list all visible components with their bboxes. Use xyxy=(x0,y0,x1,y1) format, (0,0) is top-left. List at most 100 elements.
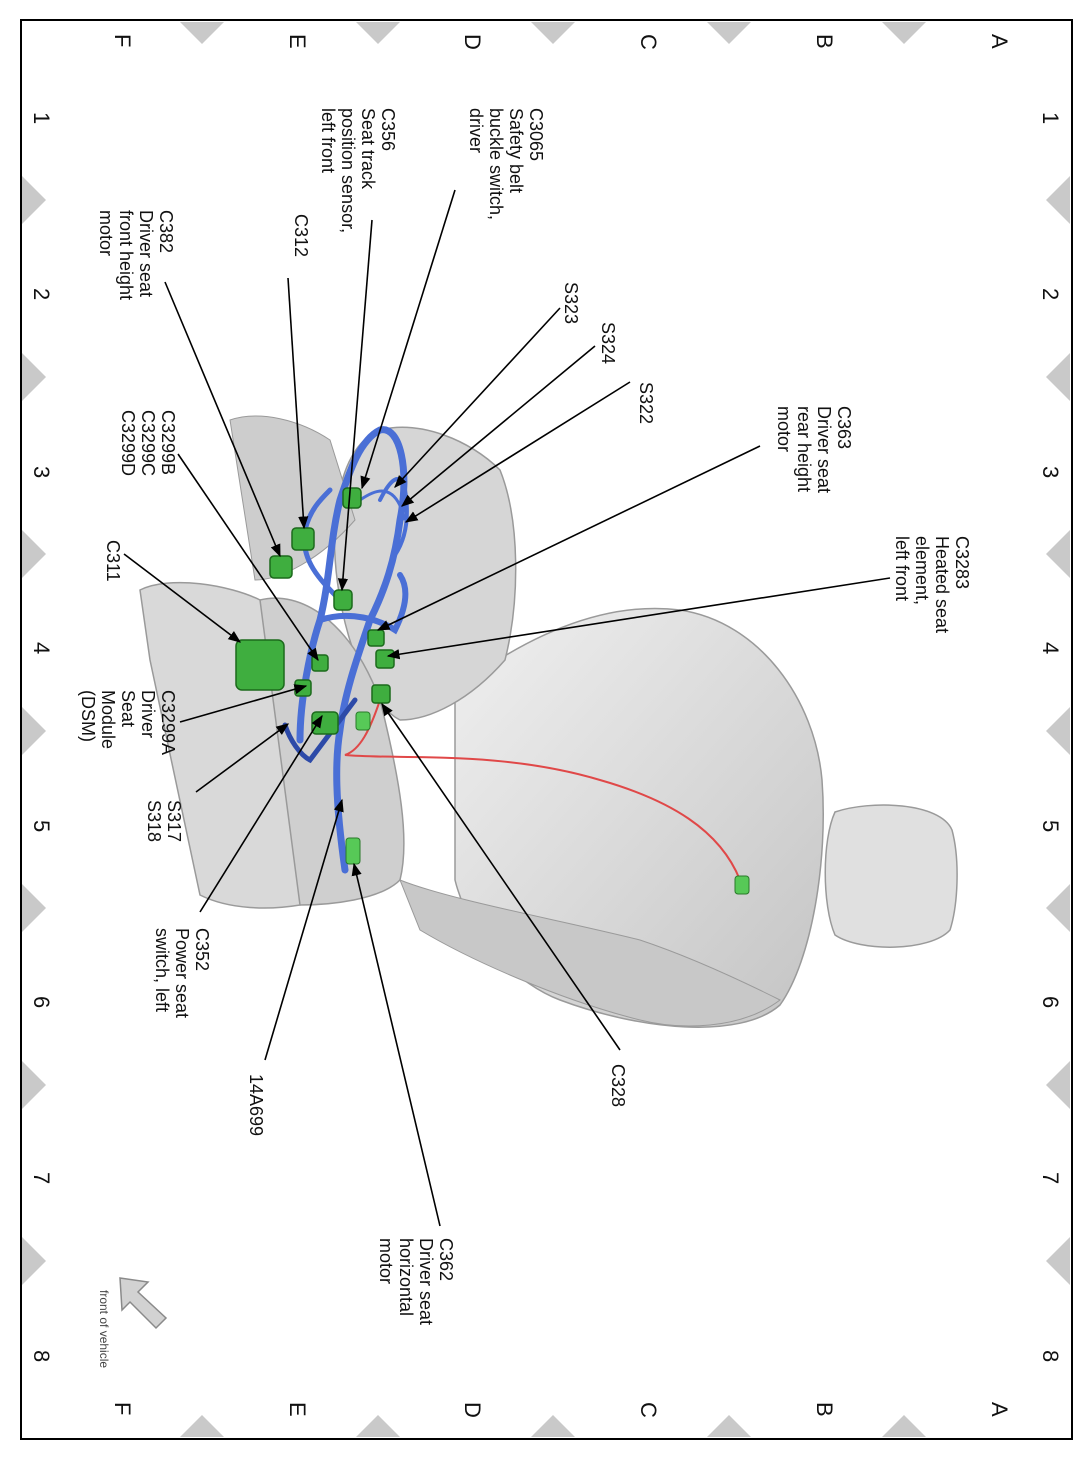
grid-marker-bottom-2 xyxy=(707,1415,751,1437)
callout-s323-line-1: S323 xyxy=(561,282,581,324)
harness-main xyxy=(296,426,408,874)
leader-c352 xyxy=(199,714,323,913)
connector-c3065 xyxy=(342,487,362,509)
callout-c3065-line-3: buckle switch, xyxy=(486,108,506,220)
callout-s322-line-1: S322 xyxy=(636,382,656,424)
column-label-left-1: 1 xyxy=(29,112,54,124)
connector-s317 xyxy=(355,711,371,731)
callout-c3299a-line-5: (DSM) xyxy=(78,690,98,742)
row-label-bottom-d: D xyxy=(460,1402,485,1418)
leader-c311 xyxy=(123,553,242,643)
callout-c356-line-2: Seat track xyxy=(358,108,378,190)
callout-c362: C362 Driver seat horizontal motor xyxy=(376,1238,456,1330)
callout-c3065-line-1: C3065 xyxy=(526,108,546,161)
wiring-harness xyxy=(282,426,741,881)
harness-branch-5 xyxy=(359,489,407,521)
column-label-right-5: 5 xyxy=(1038,820,1063,832)
grid-marker-bottom-3 xyxy=(531,1415,575,1437)
leader-lines xyxy=(123,189,891,1227)
connector-c312 xyxy=(291,527,315,551)
leader-s322 xyxy=(404,381,631,523)
callout-c312: C312 xyxy=(291,214,311,257)
column-label-left-3: 3 xyxy=(29,466,54,478)
row-label-bottom-c: C xyxy=(636,1402,661,1418)
callout-c3299bcd-line-3: C3299D xyxy=(118,410,138,476)
grid-marker-top-5 xyxy=(180,22,224,44)
callout-c311-line-1: C311 xyxy=(103,540,123,582)
arrow-icon xyxy=(119,1277,168,1330)
callout-c3299a-line-3: Seat xyxy=(118,690,138,727)
seat-headrest xyxy=(824,804,958,948)
grid-marker-right-1 xyxy=(1046,176,1070,224)
column-label-right-2: 2 xyxy=(1038,288,1063,300)
leader-c362 xyxy=(351,862,441,1227)
grid-markers xyxy=(22,22,1070,1437)
callout-s324-line-1: S324 xyxy=(598,322,618,364)
grid-marker-left-5 xyxy=(22,884,46,932)
callout-c3283-line-1: C3283 xyxy=(952,536,972,589)
callout-c363-line-3: rear height xyxy=(794,406,814,492)
callouts: C3065 Safety belt buckle switch, driver … xyxy=(78,108,972,1330)
callout-s323: S323 xyxy=(561,282,581,324)
row-label-top-e: E xyxy=(285,34,310,49)
callout-c362-line-3: horizontal xyxy=(396,1238,416,1316)
leader-s323 xyxy=(394,307,561,488)
callout-c352-line-3: switch, left xyxy=(152,928,172,1012)
callout-c352-line-1: C352 xyxy=(192,928,212,971)
grid-marker-top-4 xyxy=(356,22,400,44)
callout-c382-line-1: C382 xyxy=(156,210,176,253)
front-of-vehicle-label: front of vehicle xyxy=(97,1290,111,1368)
grid-marker-left-3 xyxy=(22,530,46,578)
leader-s317 xyxy=(195,723,290,793)
callout-c363-line-4: motor xyxy=(774,406,794,452)
column-label-right-7: 7 xyxy=(1038,1172,1063,1184)
leader-c3065 xyxy=(360,189,456,490)
leader-c3299bcd xyxy=(177,453,319,662)
connector-heater-end xyxy=(734,875,750,895)
grid-marker-left-2 xyxy=(22,353,46,401)
grid-marker-bottom-5 xyxy=(180,1415,224,1437)
leader-c363 xyxy=(376,445,761,631)
callout-c362-line-4: motor xyxy=(376,1238,396,1284)
callout-c363-line-2: Driver seat xyxy=(814,406,834,493)
grid-marker-top-2 xyxy=(707,22,751,44)
callout-c3299a: C3299A Driver Seat Module (DSM) xyxy=(78,690,178,759)
leader-c356 xyxy=(337,219,373,592)
row-label-bottom-f: F xyxy=(110,1402,135,1415)
callout-s317-line-1: S317 xyxy=(164,800,184,842)
connector-c3283 xyxy=(375,649,395,669)
frame-border xyxy=(20,19,1073,1440)
leader-s324 xyxy=(401,345,596,507)
callout-c352-line-2: Power seat xyxy=(172,928,192,1018)
callout-c3283-line-3: element, xyxy=(912,536,932,605)
callout-s324: S324 xyxy=(598,322,618,364)
callout-c3283-line-4: left front xyxy=(892,536,912,601)
leader-c382 xyxy=(164,281,281,558)
callout-c3299a-line-1: C3299A xyxy=(158,690,178,755)
connector-c363 xyxy=(367,629,385,647)
connector-c362 xyxy=(345,837,361,865)
callout-c352: C352 Power seat switch, left xyxy=(152,928,212,1023)
callout-c3065: C3065 Safety belt buckle switch, driver xyxy=(466,108,546,225)
callout-s317: S317 S318 xyxy=(144,800,184,847)
column-label-left-2: 2 xyxy=(29,288,54,300)
leader-c3299a xyxy=(179,684,308,723)
row-label-bottom-a: A xyxy=(987,1402,1012,1417)
callout-c3065-line-2: Safety belt xyxy=(506,108,526,193)
seat-lower-trim xyxy=(399,879,781,1027)
leader-c312 xyxy=(287,277,309,530)
orientation-indicator: front of vehicle xyxy=(97,1277,168,1368)
harness-branch-3 xyxy=(282,697,358,764)
leader-14a699 xyxy=(264,798,344,1061)
grid-marker-bottom-4 xyxy=(356,1415,400,1437)
leader-c328 xyxy=(381,702,621,1051)
callout-c311: C311 xyxy=(103,540,123,582)
callout-c3299bcd: C3299B C3299C C3299D xyxy=(118,410,178,481)
callout-c356-line-1: C356 xyxy=(378,108,398,151)
callout-c362-line-2: Driver seat xyxy=(416,1238,436,1325)
callout-c356-line-3: position sensor, xyxy=(338,108,358,233)
column-label-left-5: 5 xyxy=(29,820,54,832)
callout-14a699: 14A699 xyxy=(246,1074,266,1136)
row-label-top-a: A xyxy=(987,34,1012,49)
connector-c328 xyxy=(371,684,391,704)
